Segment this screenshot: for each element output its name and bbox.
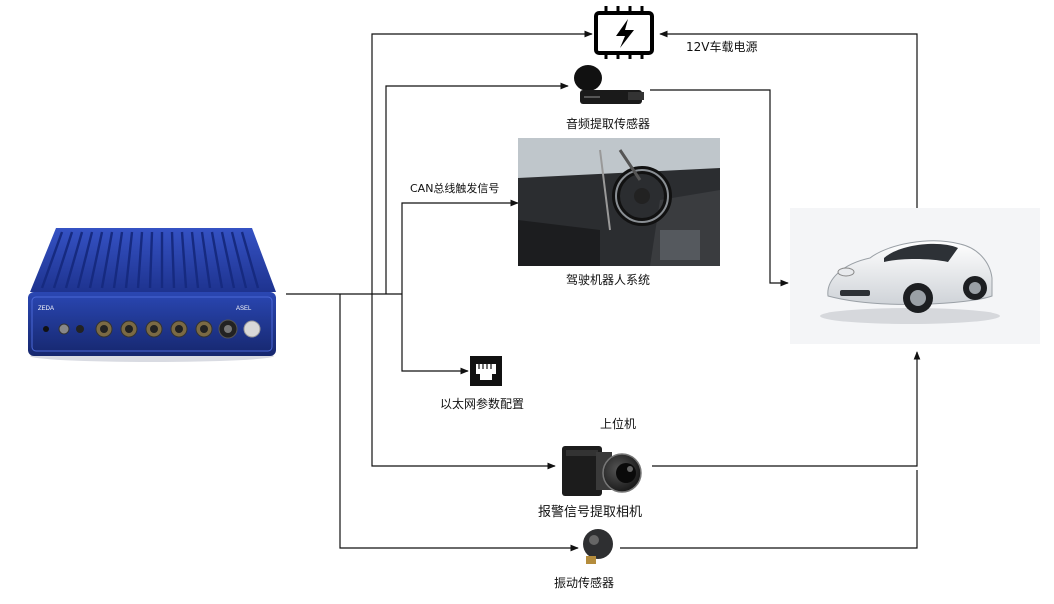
line-car-to-power: [659, 30, 918, 212]
line-to-vibration: [339, 294, 579, 552]
label-ethernet: 以太网参数配置: [440, 396, 524, 411]
device-connectors: [43, 319, 261, 339]
microphone-icon: [574, 65, 644, 104]
power-supply-icon: [594, 6, 654, 59]
line-vibration-to-car: [620, 470, 918, 549]
line-to-power: [371, 30, 593, 294]
data-acquisition-device: ZEDA ASEL: [28, 228, 276, 362]
connection-lines: [286, 30, 921, 552]
line-to-camera: [371, 294, 556, 470]
label-vibration: 振动传感器: [554, 575, 614, 590]
device-model: ASEL: [236, 306, 252, 312]
line-audio-to-car: [650, 89, 789, 287]
ethernet-port-icon: [470, 356, 502, 386]
line-to-robot: [401, 199, 519, 294]
device-brand: ZEDA: [38, 306, 54, 312]
label-audio: 音频提取传感器: [566, 116, 650, 131]
label-camera: 报警信号提取相机: [538, 504, 642, 520]
label-robot: 驾驶机器人系统: [566, 272, 650, 287]
car-image: [790, 208, 1040, 344]
label-host: 上位机: [600, 416, 636, 431]
camera-icon: [562, 446, 642, 496]
line-to-ethernet: [401, 294, 469, 375]
driving-robot-photo: [518, 138, 720, 266]
line-to-audio: [385, 82, 569, 294]
line-camera-to-car: [652, 351, 921, 467]
label-power: 12V车载电源: [686, 39, 757, 54]
label-can: CAN总线触发信号: [410, 181, 499, 195]
vibration-sensor-icon: [583, 529, 613, 564]
